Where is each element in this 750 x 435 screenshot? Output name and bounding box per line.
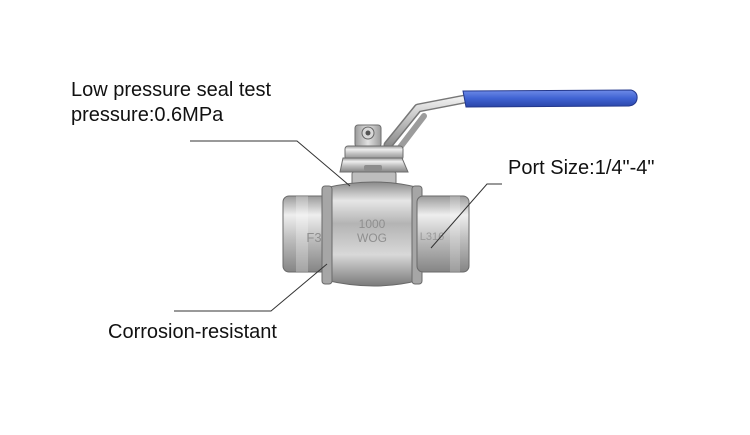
marking-left: F3 — [306, 230, 321, 245]
leader-line-corrosion — [174, 263, 328, 312]
leader-line-port-size — [430, 183, 502, 249]
blue-handle-grip — [462, 89, 638, 108]
corrosion-annotation: Corrosion-resistant — [108, 321, 277, 343]
seal-test-annotation: Low pressure seal test pressure:0.6MPa — [71, 78, 271, 128]
seal-test-line-1: Low pressure seal test — [71, 79, 272, 101]
port-size-annotation: Port Size:1/4"-4" — [508, 157, 655, 179]
marking-pressure: 1000 — [359, 217, 386, 231]
marking-wog: WOG — [357, 231, 387, 245]
seal-test-line-2: pressure:0.6MPa — [71, 104, 224, 126]
leader-line-seal-test — [190, 140, 351, 187]
handle-lever — [383, 93, 475, 153]
